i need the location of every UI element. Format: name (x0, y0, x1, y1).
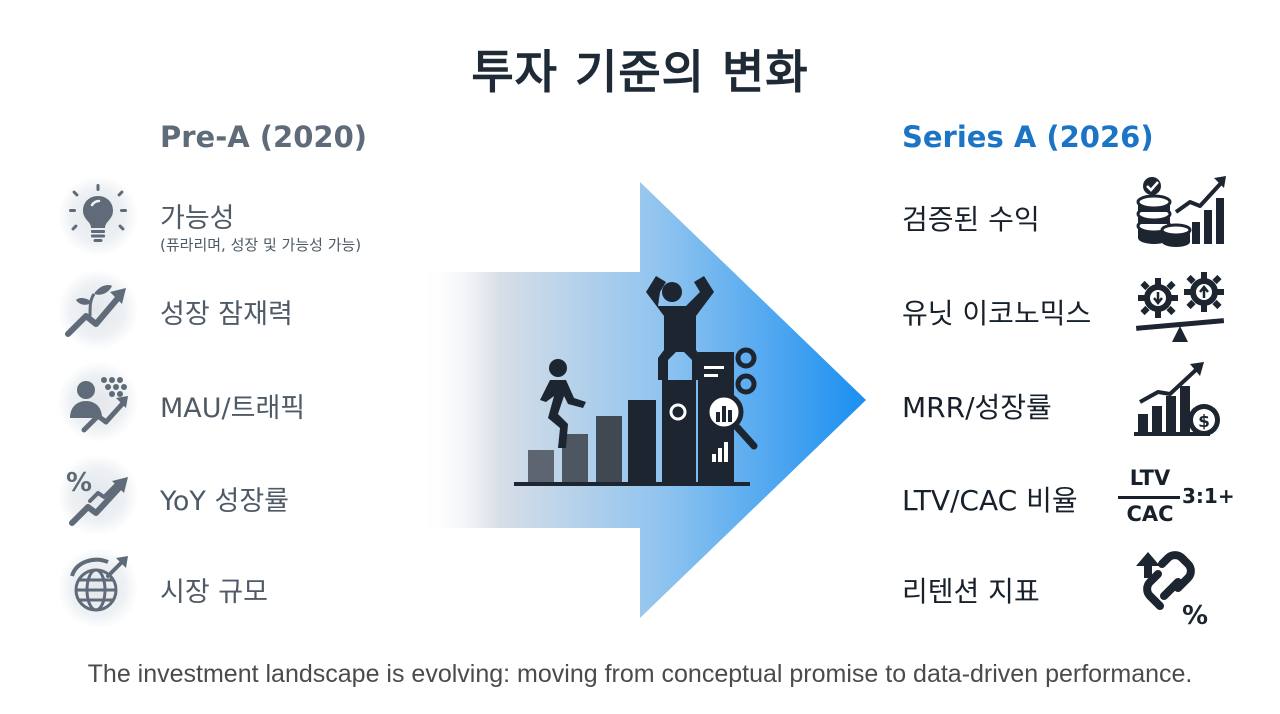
right-item-label: 리텐션 지표 (902, 575, 1040, 608)
right-item-label: MRR/성장률 (902, 391, 1052, 424)
footer-caption: The investment landscape is evolving: mo… (87, 660, 1193, 688)
right-item-mrr-growth: MRR/성장률 $ (902, 362, 1242, 442)
bar-chart-dollar-icon: $ (1132, 362, 1228, 442)
page-title: 투자 기준의 변화 (471, 45, 809, 99)
svg-text:%: % (66, 468, 92, 498)
ratio-denominator: CAC (1126, 502, 1174, 526)
right-item-label: 유닛 이코노믹스 (902, 297, 1092, 330)
left-item-sublabel: (퓨라리며, 성장 및 가능성 가능) (160, 236, 362, 254)
users-traffic-icon (58, 362, 138, 442)
ratio-numerator: LTV (1129, 466, 1171, 490)
gears-balance-icon (1132, 270, 1228, 350)
left-item-label: 성장 잠재력 (160, 299, 293, 330)
globe-arrow-icon (58, 548, 138, 628)
left-item-label: 가능성 (160, 203, 235, 234)
lightbulb-icon (58, 176, 138, 256)
right-item-verified-revenue: 검증된 수익 (902, 176, 1242, 256)
left-item-growth-potential: 성장 잠재력 (58, 270, 438, 350)
sprout-growth-arrow-icon (58, 270, 138, 350)
growth-staircase-arrow-illustration (514, 276, 758, 486)
coins-chart-icon (1132, 176, 1228, 256)
ltv-cac-ratio: LTV CAC 3:1+ (1118, 466, 1248, 532)
left-item-yoy-growth: % YoY 성장률 (58, 455, 438, 535)
left-item-mau-traffic: MAU/트래픽 (58, 362, 438, 442)
percent-growth-icon: % (58, 455, 138, 535)
left-item-label: YoY 성장률 (160, 486, 290, 517)
ratio-value: 3:1+ (1182, 484, 1235, 508)
right-item-label: 검증된 수익 (902, 203, 1040, 236)
right-item-ltv-cac: LTV/CAC 비율 (902, 455, 1242, 535)
left-item-market-size: 시장 규모 (58, 548, 438, 628)
svg-text:$: $ (1198, 412, 1210, 432)
left-item-potential: 가능성 (퓨라리며, 성장 및 가능성 가능) (58, 176, 438, 256)
left-item-label: MAU/트래픽 (160, 393, 306, 424)
left-item-label: 시장 규모 (160, 577, 268, 608)
right-item-unit-economics: 유닛 이코노믹스 (902, 270, 1242, 350)
chain-percent-icon: % (1132, 548, 1228, 631)
transition-arrow (420, 180, 870, 620)
right-item-label: LTV/CAC 비율 (902, 484, 1078, 517)
series-a-heading: Series A (2026) (902, 120, 1154, 154)
pre-a-heading: Pre-A (2020) (160, 120, 368, 154)
ratio-divider (1118, 496, 1180, 499)
svg-text:%: % (1182, 601, 1208, 628)
right-item-retention: 리텐션 지표 % (902, 548, 1242, 631)
